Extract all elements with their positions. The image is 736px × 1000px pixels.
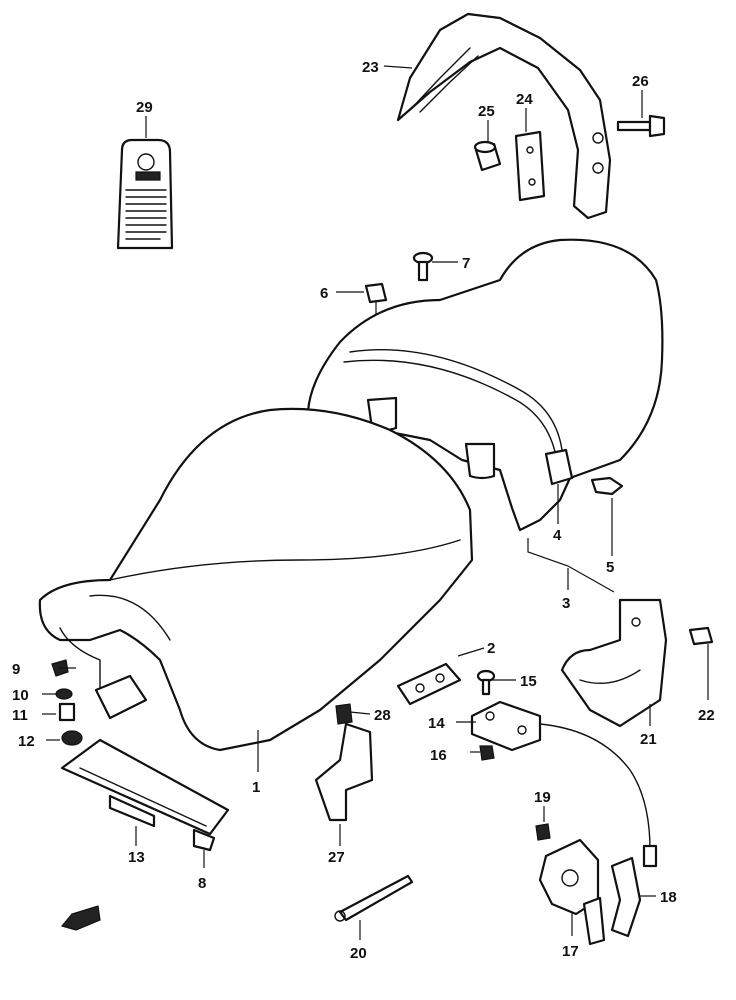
- washer-part-10: [55, 688, 73, 700]
- callout-19: 19: [534, 789, 551, 806]
- bracket-part-21: [560, 598, 668, 728]
- callout-28: 28: [374, 707, 391, 724]
- callout-10: 10: [12, 687, 29, 704]
- bolt-part-15: [476, 669, 496, 696]
- nut-part-19: [535, 823, 551, 841]
- callout-4: 4: [553, 527, 562, 544]
- bolt-part-5: [590, 476, 624, 496]
- callout-labels: 1 2 3 4 5 6 7 8 9 10 11 12 13 14 15 16 1…: [12, 59, 715, 962]
- callout-22: 22: [698, 707, 715, 724]
- callout-7: 7: [462, 255, 470, 272]
- callout-6: 6: [320, 285, 328, 302]
- callout-21: 21: [640, 731, 657, 748]
- callout-17: 17: [562, 943, 579, 960]
- lock-lever-part: [610, 856, 642, 938]
- spacer-part-11: [58, 702, 76, 722]
- callout-27: 27: [328, 849, 345, 866]
- callout-29: 29: [136, 99, 153, 116]
- callout-2: 2: [487, 640, 495, 657]
- callout-8: 8: [198, 875, 206, 892]
- rear-seat-part: [306, 238, 664, 532]
- callout-26: 26: [632, 73, 649, 90]
- rod-part-20: [334, 874, 414, 922]
- callout-23: 23: [362, 59, 379, 76]
- callout-9: 9: [12, 661, 20, 678]
- bolt-part-7: [412, 251, 434, 282]
- grab-rail-part: [396, 12, 612, 220]
- callout-1: 1: [252, 779, 260, 796]
- label-tag-part: [116, 138, 174, 250]
- hinge-bracket-part: [60, 738, 230, 852]
- seat-lock-part: [538, 838, 606, 946]
- callout-18: 18: [660, 889, 677, 906]
- bracket-part-27: [314, 722, 374, 822]
- plate-part: [514, 130, 546, 202]
- screw-part-28: [335, 703, 353, 725]
- callout-5: 5: [606, 559, 614, 576]
- screw-part-22: [688, 626, 714, 646]
- callout-12: 12: [18, 733, 35, 750]
- callout-13: 13: [128, 849, 145, 866]
- front-seat-part: [38, 407, 474, 752]
- callout-15: 15: [520, 673, 537, 690]
- callout-24: 24: [516, 91, 533, 108]
- callout-14: 14: [428, 715, 445, 732]
- grommet-part-12: [61, 730, 83, 746]
- nut-part-16: [479, 745, 495, 761]
- callout-20: 20: [350, 945, 367, 962]
- leader-lines: [42, 65, 709, 940]
- callout-25: 25: [478, 103, 495, 120]
- lock-base-part: [470, 700, 658, 868]
- front-arrow-icon: [60, 905, 101, 931]
- callout-3: 3: [562, 595, 570, 612]
- callout-16: 16: [430, 747, 447, 764]
- collar-part: [473, 140, 502, 172]
- bracket-part-2: [396, 662, 462, 706]
- callout-11: 11: [12, 707, 28, 724]
- bolt-part-26: [616, 114, 666, 138]
